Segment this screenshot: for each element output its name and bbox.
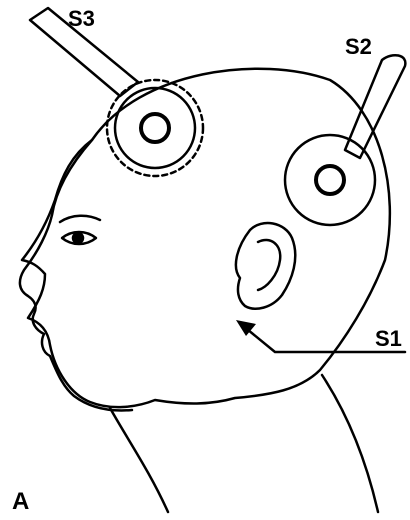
s3-coil-center — [141, 114, 169, 142]
eyebrow — [60, 216, 100, 222]
s3-coil-outer — [107, 80, 203, 176]
label-s2: S2 — [345, 36, 372, 58]
ear — [236, 223, 295, 309]
face-profile — [20, 140, 132, 410]
neck-front — [110, 408, 168, 512]
label-s3: S3 — [68, 8, 95, 30]
ear-inner — [258, 240, 280, 290]
s2-coil-ring — [285, 135, 375, 225]
s3-coil-ring — [115, 88, 195, 168]
label-s1: S1 — [375, 328, 402, 350]
panel-label: A — [12, 490, 29, 514]
eye-pupil — [73, 233, 83, 243]
s2-coil-center — [316, 166, 344, 194]
neck-back — [322, 375, 378, 512]
